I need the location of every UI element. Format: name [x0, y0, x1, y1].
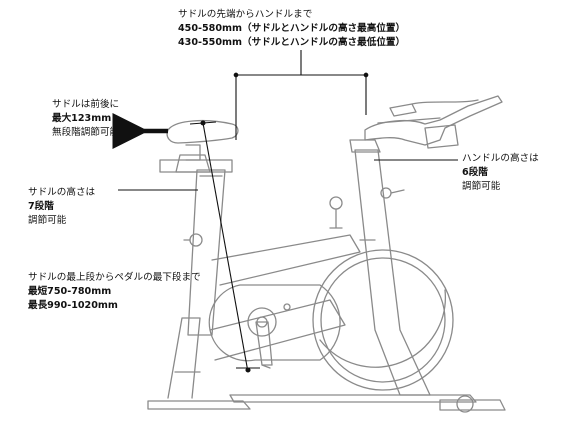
top-label-max: 450-580mm（サドルとハンドルの高さ最高位置）	[178, 23, 406, 34]
down-tube	[211, 234, 361, 286]
rear-foot	[147, 400, 251, 410]
saddle-height-title: サドルの高さは	[28, 187, 96, 198]
resistance-knob	[329, 196, 343, 210]
crank-arm	[255, 321, 273, 366]
crank-housing	[208, 284, 341, 362]
handlebar	[364, 95, 503, 146]
saddle-fore-aft-value: 最大123mm	[52, 113, 112, 124]
handle-height-value: 6段階	[462, 167, 488, 178]
top-label-title: サドルの先端からハンドルまで	[178, 9, 313, 20]
crank-hub	[247, 307, 277, 337]
lower-frame	[209, 299, 346, 361]
front-foot	[439, 399, 506, 411]
saddle-to-pedal-max: 最長990-1020mm	[28, 300, 118, 311]
head-tube	[354, 149, 431, 396]
rear-stand	[167, 317, 201, 399]
base-rail	[229, 394, 477, 403]
flywheel	[312, 249, 454, 391]
saddle-height-note: 調節可能	[28, 215, 67, 226]
seat-tube	[187, 169, 226, 336]
top-label-min: 430-550mm（サドルとハンドルの高さ最低位置）	[178, 37, 406, 48]
handle-height-title: ハンドルの高さは	[462, 153, 539, 164]
saddle-fore-aft-title: サドルは前後に	[52, 99, 120, 110]
seat-knob	[189, 233, 203, 247]
saddle-to-handle-dimension	[235, 74, 367, 140]
saddle-height-value: 7段階	[28, 201, 54, 212]
front-wheel-caster	[456, 395, 474, 413]
saddle-to-pedal-title: サドルの最上段からペダルの最下段まで	[28, 272, 201, 283]
handlebar-pad	[424, 124, 459, 149]
saddle-to-pedal-dimension	[202, 122, 249, 373]
saddle-to-pedal-min: 最短750-780mm	[28, 286, 112, 297]
saddle-fore-aft-note: 無段階調節可能	[52, 127, 120, 138]
handle-height-note: 調節可能	[462, 181, 501, 192]
